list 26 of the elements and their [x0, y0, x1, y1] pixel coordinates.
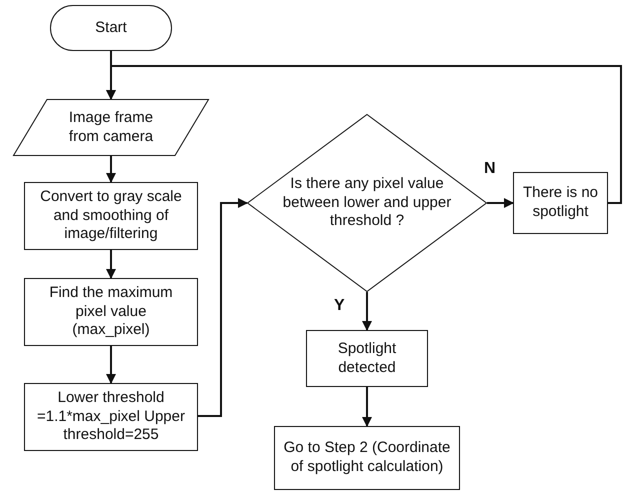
process-box — [274, 426, 460, 490]
node-text: There is no spotlight — [522, 184, 600, 222]
arrow — [106, 65, 622, 204]
process-box — [306, 330, 428, 387]
node-text: Lower threshold =1.1*max_pixel Upper threshold=255 — [36, 388, 186, 446]
arrow — [362, 292, 372, 331]
arrow — [106, 346, 116, 384]
node-text: Spotlight detected — [336, 340, 398, 378]
arrow — [198, 198, 248, 417]
process-box — [24, 383, 198, 451]
node-text: Find the maximum pixel value (max_pixel) — [48, 284, 174, 340]
arrow — [487, 198, 514, 208]
process-box — [24, 182, 198, 250]
input-parallelogram — [13, 99, 209, 156]
process-box — [24, 278, 198, 346]
arrow — [362, 387, 372, 427]
node-text: Start — [95, 18, 127, 38]
decision-diamond — [247, 114, 487, 292]
start-terminal — [50, 5, 172, 51]
arrow — [106, 156, 116, 183]
node-text: Is there any pixel value between lower and upper threshold ? — [282, 174, 452, 232]
node-text: Convert to gray scale and smoothing of image/filtering — [39, 188, 183, 244]
arrow — [106, 250, 116, 279]
node-text: Image frame from camera — [68, 108, 154, 146]
process-box — [513, 172, 608, 234]
node-text: Go to Step 2 (Coordinate of spotlight calculation) — [282, 439, 452, 477]
